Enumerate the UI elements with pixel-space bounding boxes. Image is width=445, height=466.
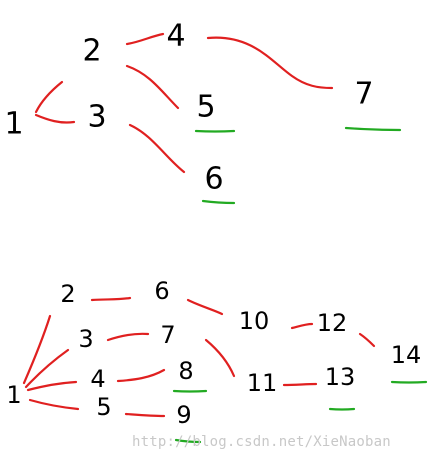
top-edge-4-7: [206, 36, 334, 90]
top-leaf-mark-7: [344, 126, 402, 132]
top-node-5: 5: [196, 90, 215, 125]
top-node-4: 4: [166, 19, 185, 54]
top-edge-2-5: [125, 64, 180, 110]
bottom-node-11: 11: [247, 369, 278, 397]
bottom-leaf-mark-8: [172, 389, 208, 393]
bottom-node-10: 10: [239, 307, 270, 335]
top-edge-2-4: [125, 32, 165, 46]
bottom-edge-11-13: [282, 382, 318, 387]
bottom-node-13: 13: [325, 363, 356, 391]
bottom-node-7: 7: [160, 321, 175, 349]
bottom-edge-6-10: [186, 298, 224, 316]
bottom-leaf-mark-13: [328, 407, 356, 411]
top-edge-1-2: [34, 80, 64, 114]
top-node-1: 1: [4, 107, 23, 142]
bottom-edge-3-7: [106, 332, 150, 342]
bottom-edge-1-5: [28, 398, 80, 411]
top-edge-3-6: [128, 123, 186, 174]
bottom-node-14: 14: [391, 341, 422, 369]
bottom-node-4: 4: [90, 365, 105, 393]
bottom-node-9: 9: [176, 401, 191, 429]
bottom-node-8: 8: [178, 357, 193, 385]
top-node-3: 3: [87, 100, 106, 135]
bottom-leaf-mark-14: [390, 380, 428, 384]
leaf-marks-layer: [172, 126, 428, 444]
bottom-edge-5-9: [124, 412, 166, 418]
bottom-edge-1-3: [24, 348, 70, 389]
bottom-edge-1-2: [22, 314, 52, 385]
top-edge-1-3: [34, 113, 76, 124]
edges-layer: [22, 32, 376, 418]
top-node-6: 6: [204, 162, 223, 197]
bottom-edge-7-11: [204, 338, 236, 378]
bottom-node-12: 12: [317, 309, 348, 337]
top-leaf-mark-5: [194, 129, 236, 133]
bottom-edge-1-4: [26, 380, 78, 392]
bottom-node-2: 2: [60, 280, 75, 308]
bottom-node-6: 6: [154, 277, 169, 305]
watermark: http://blog.csdn.net/XieNaoban: [132, 434, 391, 450]
bottom-node-5: 5: [96, 393, 111, 421]
top-node-7: 7: [354, 77, 373, 112]
bottom-edge-4-8: [116, 368, 166, 383]
top-leaf-mark-6: [201, 199, 236, 205]
bottom-edge-2-6: [90, 296, 132, 302]
bottom-edge-10-12: [290, 322, 314, 330]
bottom-leaf-mark-9: [174, 438, 202, 444]
bottom-edge-12-14: [358, 332, 376, 348]
bottom-node-1: 1: [6, 381, 21, 409]
top-node-2: 2: [82, 34, 101, 69]
bottom-node-3: 3: [78, 325, 93, 353]
